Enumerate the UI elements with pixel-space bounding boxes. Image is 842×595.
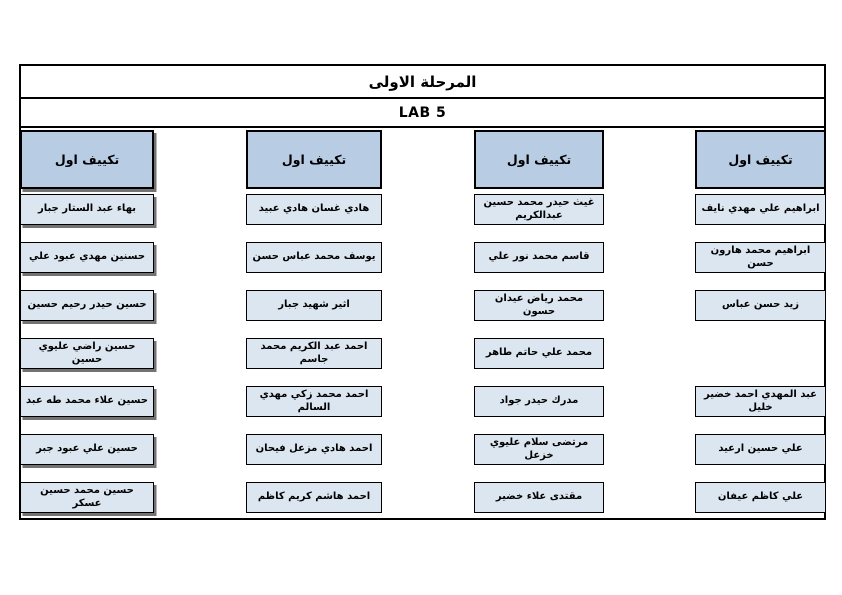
student-name-box: مدرك حيدر جواد xyxy=(474,386,604,417)
lab-title: LAB 5 xyxy=(398,104,447,121)
group-header-box: تكييف اول xyxy=(20,130,154,189)
stage-title-row: المرحلة الاولى xyxy=(21,66,824,99)
student-name-box: حسنين مهدي عبود علي xyxy=(20,242,154,273)
student-name-box: غيث حيدر محمد حسين عبدالكريم xyxy=(474,194,604,225)
student-name-box: حسين محمد حسين عسكر xyxy=(20,482,154,513)
student-name-box: عبد المهدي احمد خضير خليل xyxy=(695,386,826,417)
group-header-box: تكييف اول xyxy=(246,130,382,189)
stage-title: المرحلة الاولى xyxy=(368,72,477,91)
lab-title-row: LAB 5 xyxy=(21,99,824,128)
student-name-box: احمد هاشم كريم كاظم xyxy=(246,482,382,513)
student-name-box: زيد حسن عباس xyxy=(695,290,826,321)
student-name-box: مقتدى علاء خضير xyxy=(474,482,604,513)
student-name-box: ابراهيم علي مهدي نايف xyxy=(695,194,826,225)
student-name-box: احمد محمد زكي مهدي السالم xyxy=(246,386,382,417)
student-name-box: احمد عبد الكريم محمد جاسم xyxy=(246,338,382,369)
student-name-box: علي كاظم عيفان xyxy=(695,482,826,513)
group-header-box: تكييف اول xyxy=(474,130,604,189)
student-name-box: علي حسين ارعيد xyxy=(695,434,826,465)
student-name-box: اثير شهيد جبار xyxy=(246,290,382,321)
group-header-box: تكييف اول xyxy=(695,130,826,189)
student-name-box: مرتضى سلام عليوي خزعل xyxy=(474,434,604,465)
student-name-box: حسين علي عبود جبر xyxy=(20,434,154,465)
student-name-box: حسين راضي عليوي حسين xyxy=(20,338,154,369)
student-name-box: يوسف محمد عباس حسن xyxy=(246,242,382,273)
student-name-box: محمد علي حاتم طاهر xyxy=(474,338,604,369)
student-name-box: احمد هادي مزعل فيحان xyxy=(246,434,382,465)
student-name-box: بهاء عبد الستار جبار xyxy=(20,194,154,225)
student-name-box: قاسم محمد نور علي xyxy=(474,242,604,273)
student-name-box: محمد رياض عيدان حسون xyxy=(474,290,604,321)
student-name-box: حسين علاء محمد طه عبد xyxy=(20,386,154,417)
student-name-box: حسين حيدر رحيم حسين xyxy=(20,290,154,321)
student-name-box: هادي غسان هادي عبيد xyxy=(246,194,382,225)
student-name-box: ابراهيم محمد هارون حسن xyxy=(695,242,826,273)
